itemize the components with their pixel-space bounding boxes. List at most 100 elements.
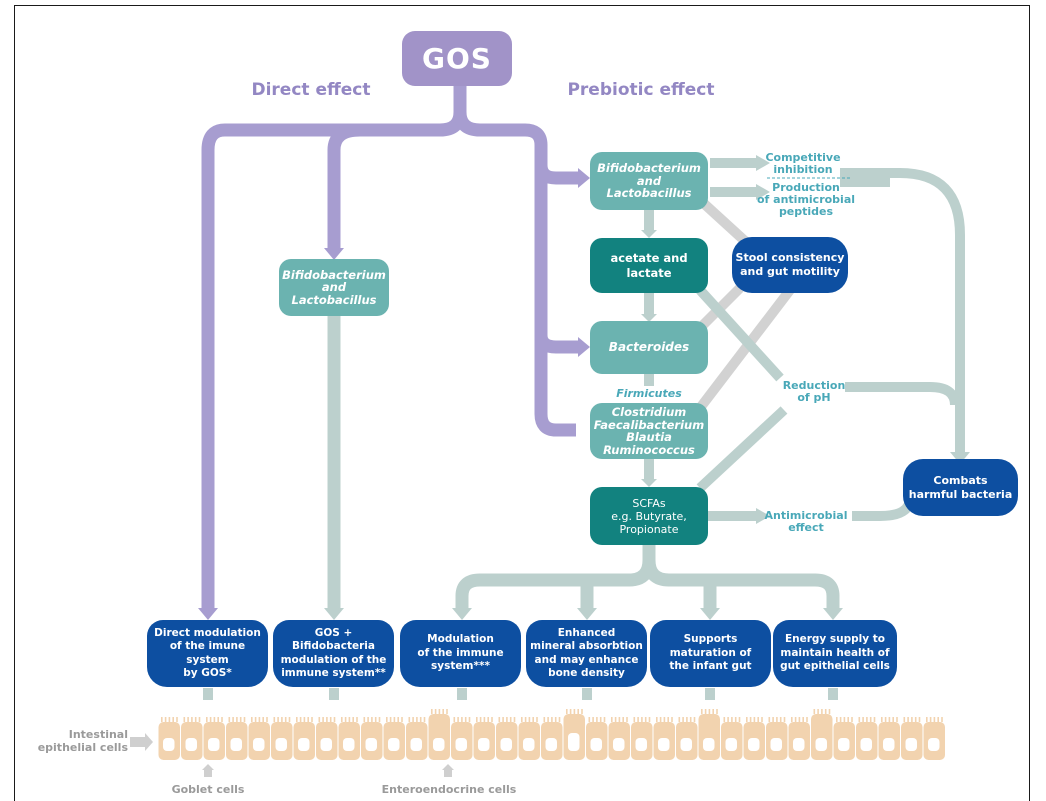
cell-nucleus [883, 738, 895, 751]
microvillus [251, 717, 253, 722]
microvillus [446, 709, 448, 714]
microvillus [288, 717, 291, 722]
gos-box: GOS [402, 31, 512, 86]
outcome-label: Supports maturation of the infant gut [669, 633, 752, 673]
combats-harmful-bacteria-label: Combats harmful bacteria [908, 473, 1013, 501]
microvillus [633, 717, 636, 722]
microvillus [776, 717, 778, 722]
diagram-frame [14, 5, 1030, 801]
microvillus [896, 717, 898, 722]
microvillus [397, 717, 399, 722]
gos-label: GOS [422, 42, 492, 75]
microvillus [389, 717, 392, 722]
microvillus [213, 717, 216, 722]
microvillus [592, 717, 594, 722]
microvillus [254, 717, 257, 722]
microvillus [929, 717, 932, 722]
microvillus [566, 709, 568, 714]
microvillus [907, 717, 909, 722]
microvillus [817, 709, 819, 714]
cell-nucleus [680, 738, 692, 751]
microvillus [738, 717, 741, 722]
microvillus [281, 717, 283, 722]
outcome-label: Direct modulation of the imune system by… [154, 626, 261, 680]
microvillus [577, 709, 579, 714]
right-bifidobacterium-box: Bifidobacterium and Lactobacillus [590, 152, 708, 210]
outcome-label: Modulation of the immune system*** [417, 633, 504, 673]
cell-nucleus [208, 738, 220, 751]
microvillus [479, 717, 482, 722]
microvillus [573, 709, 576, 714]
microvillus [637, 717, 639, 722]
microvillus [768, 717, 771, 722]
goblet-cells-label: Goblet cells [171, 783, 245, 796]
microvillus [618, 717, 621, 722]
microvillus [258, 717, 261, 722]
left-bifidobacterium-box: Bifidobacterium and Lactobacillus [279, 259, 389, 316]
microvillus [671, 717, 673, 722]
bacteroides-label: Bacteroides [608, 340, 690, 355]
microvillus [858, 717, 861, 722]
microvillus [569, 709, 572, 714]
intestinal-epithelial-label: Intestinal epithelial cells [37, 728, 128, 754]
microvillus [438, 709, 441, 714]
microvillus [221, 717, 223, 722]
microvillus [513, 717, 516, 722]
acetate-lactate-box: acetate and lactate [590, 238, 708, 293]
microvillus [554, 717, 557, 722]
combats-harmful-bacteria-box: Combats harmful bacteria [903, 459, 1018, 516]
microvillus [723, 717, 726, 722]
microvillus [588, 717, 591, 722]
microvillus [641, 717, 643, 722]
microvillus [941, 717, 943, 722]
microvillus [232, 717, 234, 722]
microvillus [888, 717, 891, 722]
microvillus [307, 717, 309, 722]
microvillus [183, 717, 186, 722]
outcome-direct-modulation: Direct modulation of the imune system by… [147, 620, 268, 687]
microvillus [843, 717, 846, 722]
outcome-infant-gut-maturation: Supports maturation of the infant gut [650, 620, 771, 687]
microvillus [194, 717, 197, 722]
microvillus [457, 717, 459, 722]
microvillus [798, 717, 801, 722]
cell-pointer-arrows [202, 764, 454, 777]
purple-connectors [201, 85, 578, 608]
microvillus [161, 717, 163, 722]
microvillus [348, 717, 351, 722]
microvillus [509, 717, 512, 722]
microvillus [401, 717, 403, 722]
microvillus [712, 709, 714, 714]
cell-nucleus [410, 738, 422, 751]
microvillus [884, 717, 887, 722]
microvillus [708, 709, 711, 714]
microvillus [783, 717, 786, 722]
cell-nucleus [298, 738, 310, 751]
microvillus [926, 717, 928, 722]
microvillus [217, 717, 219, 722]
microvillus [228, 717, 231, 722]
cell-nucleus [860, 738, 872, 751]
cell-nucleus [365, 738, 377, 751]
microvillus [911, 717, 913, 722]
microvillus [622, 717, 624, 722]
cell-nucleus [388, 738, 400, 751]
microvillus [502, 717, 504, 722]
cell-nucleus [185, 738, 197, 751]
cell-nucleus [635, 738, 647, 751]
microvillus [869, 717, 872, 722]
microvillus [806, 717, 808, 722]
cell-nucleus [928, 738, 940, 751]
epithelial-cell [428, 714, 450, 760]
microvillus [393, 717, 396, 722]
microvillus [344, 717, 347, 722]
cell-nucleus [343, 738, 355, 751]
microvillus [209, 717, 212, 722]
microvillus [284, 717, 287, 722]
clostridium-group-label: Clostridium Faecalibacterium Blautia Rum… [593, 405, 705, 457]
antimicrobial-effect-label: Antimicrobial effect [764, 509, 848, 534]
microvillus [903, 717, 906, 722]
microvillus [802, 717, 804, 722]
cell-nucleus [770, 738, 782, 751]
